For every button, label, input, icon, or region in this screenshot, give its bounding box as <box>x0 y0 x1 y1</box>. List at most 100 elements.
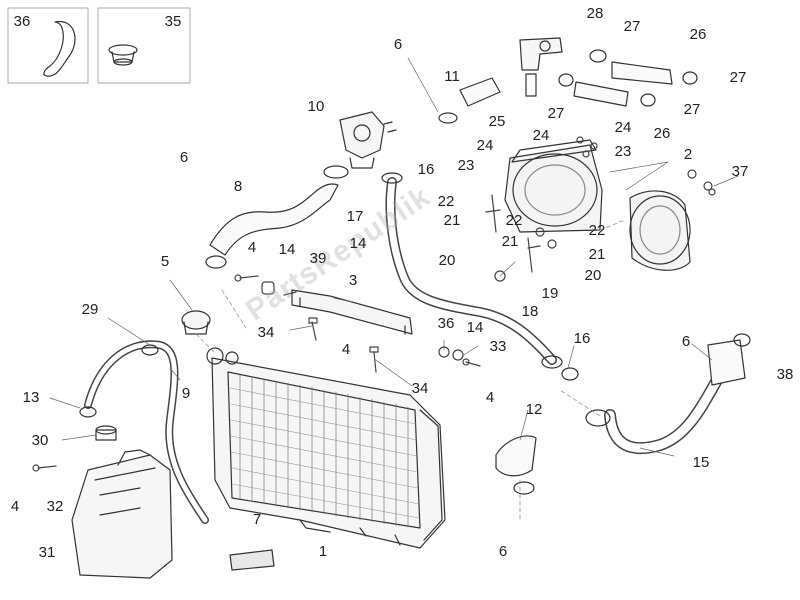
callout-5: 5 <box>160 253 170 270</box>
part-35-grommet <box>108 44 138 66</box>
callout-35: 35 <box>164 13 182 30</box>
callout-36: 36 <box>13 13 31 30</box>
part-16-clamp-end <box>541 355 563 369</box>
callout-1: 1 <box>318 543 328 560</box>
part-26-sensor <box>525 73 537 97</box>
callout-15: 15 <box>692 454 710 471</box>
callout-6: 6 <box>393 36 403 53</box>
part-6-clamp-a <box>438 112 458 124</box>
callout-23: 23 <box>457 157 475 174</box>
part-36-seal <box>43 21 76 77</box>
part-15-end <box>585 409 611 427</box>
callout-20: 20 <box>438 252 456 269</box>
callout-26: 26 <box>653 125 671 142</box>
callout-38: 38 <box>776 366 794 383</box>
part-13-clamp <box>79 406 97 418</box>
callout-21: 21 <box>501 233 519 250</box>
callout-16: 16 <box>417 161 435 178</box>
callout-27: 27 <box>547 105 565 122</box>
callout-22: 22 <box>437 193 455 210</box>
part-17-pipe-inner <box>387 178 556 364</box>
part-9-hose-inner <box>85 341 208 523</box>
part-27-clamp-d <box>640 93 656 107</box>
callout-18: 18 <box>521 303 539 320</box>
callout-12: 12 <box>525 401 543 418</box>
callout-22: 22 <box>505 212 523 229</box>
callout-32: 32 <box>46 498 64 515</box>
part-11-hose <box>459 77 501 107</box>
callout-16: 16 <box>573 330 591 347</box>
part-38-hose <box>707 339 746 386</box>
callout-24: 24 <box>614 119 632 136</box>
callout-26: 26 <box>689 26 707 43</box>
inset-box-35 <box>97 7 191 84</box>
callout-23: 23 <box>614 143 632 160</box>
callout-10: 10 <box>307 98 325 115</box>
callout-27: 27 <box>729 69 747 86</box>
callout-14: 14 <box>278 241 296 258</box>
callout-2: 2 <box>683 146 693 163</box>
callout-24: 24 <box>476 137 494 154</box>
part-10-clamp <box>323 165 349 179</box>
callout-20: 20 <box>584 267 602 284</box>
part-26-hose-b <box>573 81 629 107</box>
leader-lines <box>49 57 739 457</box>
callout-6: 6 <box>498 543 508 560</box>
callout-4: 4 <box>10 498 20 515</box>
callout-8: 8 <box>233 178 243 195</box>
callout-21: 21 <box>443 212 461 229</box>
callout-17: 17 <box>346 208 364 225</box>
callout-4: 4 <box>247 239 257 256</box>
part-6-clamp-c <box>733 333 751 347</box>
callout-37: 37 <box>731 163 749 180</box>
part-30-cap <box>95 425 117 441</box>
part-10-thermostat <box>339 111 397 169</box>
callout-24: 24 <box>532 127 550 144</box>
callout-36: 36 <box>437 315 455 332</box>
callout-3: 3 <box>348 272 358 289</box>
callout-27: 27 <box>623 18 641 35</box>
part-5-cap <box>181 310 211 335</box>
inset-box-36 <box>7 7 89 84</box>
callout-6: 6 <box>681 333 691 350</box>
callout-27: 27 <box>683 101 701 118</box>
part-8-clamp <box>205 255 227 269</box>
callout-22: 22 <box>588 222 606 239</box>
callout-7: 7 <box>252 511 262 528</box>
callout-13: 13 <box>22 389 40 406</box>
part-3-bracket <box>291 289 413 335</box>
callout-14: 14 <box>349 235 367 252</box>
part-12-elbow <box>495 435 537 477</box>
assembly-lines <box>195 219 626 521</box>
callout-6: 6 <box>179 149 189 166</box>
part-8-hose <box>209 183 339 256</box>
callout-30: 30 <box>31 432 49 449</box>
callout-28: 28 <box>586 5 604 22</box>
part-26-hose-a <box>611 61 673 85</box>
part-1-radiator <box>206 347 446 549</box>
part-6-clamp-d <box>513 481 535 495</box>
callout-39: 39 <box>309 250 327 267</box>
part-27-clamp-a <box>589 49 607 63</box>
part-16-clamp-b <box>561 367 579 381</box>
callout-9: 9 <box>181 385 191 402</box>
callout-25: 25 <box>488 113 506 130</box>
callout-34: 34 <box>257 324 275 341</box>
callout-19: 19 <box>541 285 559 302</box>
callout-4: 4 <box>485 389 495 406</box>
part-27-clamp-b <box>682 71 698 85</box>
part-2-fan-right <box>629 190 691 271</box>
part-28-fitting <box>519 37 563 71</box>
callout-21: 21 <box>588 246 606 263</box>
callout-31: 31 <box>38 544 56 561</box>
part-7-pad <box>229 549 275 571</box>
part-27-clamp-c <box>558 73 574 87</box>
callout-34: 34 <box>411 380 429 397</box>
callout-14: 14 <box>466 319 484 336</box>
part-16-clamp-top <box>381 172 403 184</box>
part-15-hose-inner <box>605 370 725 453</box>
callout-33: 33 <box>489 338 507 355</box>
callout-11: 11 <box>444 68 460 85</box>
